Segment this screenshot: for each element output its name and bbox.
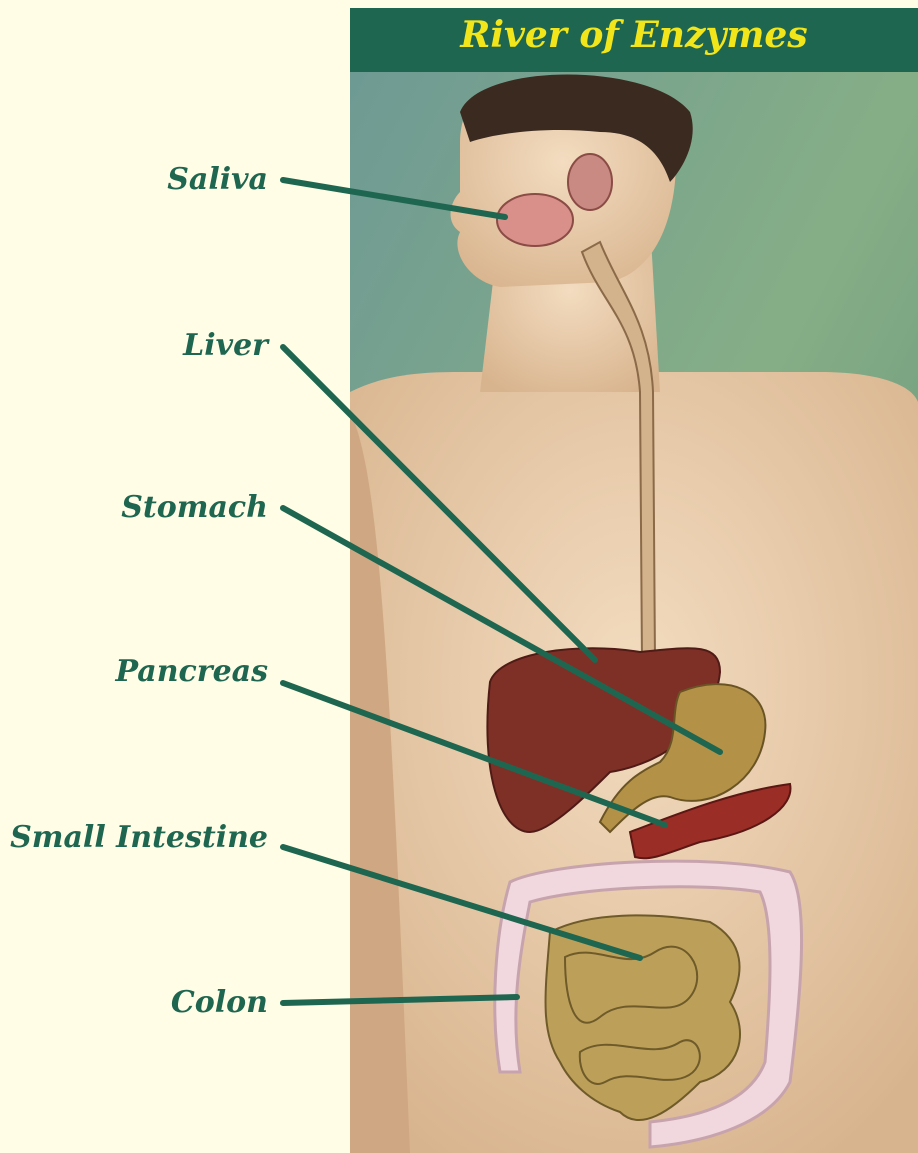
label-liver: Liver xyxy=(183,328,268,364)
stomach-leader xyxy=(283,508,720,752)
saliva-leader xyxy=(283,180,505,217)
label-stomach: Stomach xyxy=(121,490,268,526)
liver-leader xyxy=(283,347,595,660)
label-saliva: Saliva xyxy=(167,162,268,198)
label-small-intestine: Small Intestine xyxy=(10,820,268,856)
pancreas-leader xyxy=(283,683,665,825)
label-pancreas: Pancreas xyxy=(116,654,269,690)
small-intestine-leader xyxy=(283,847,640,958)
colon-leader xyxy=(283,997,517,1003)
label-colon: Colon xyxy=(171,985,268,1021)
